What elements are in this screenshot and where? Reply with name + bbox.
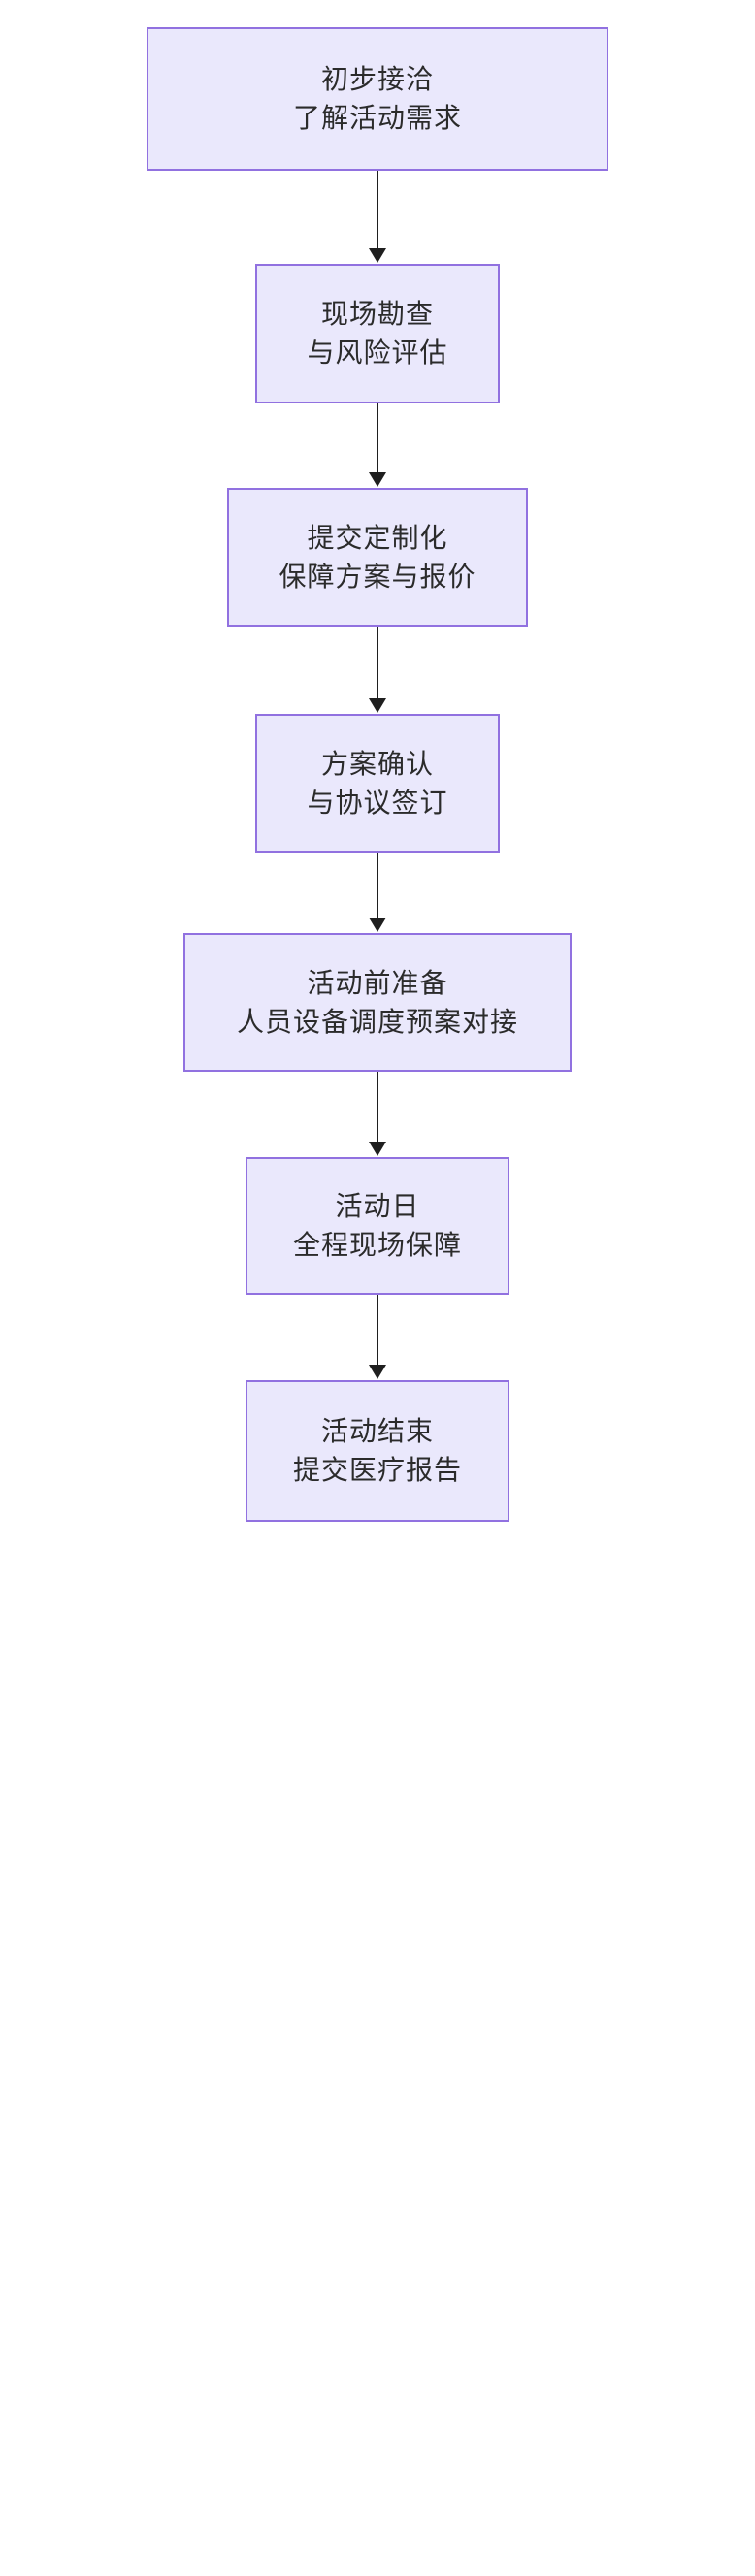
arrow-stem [377,1072,378,1143]
arrowhead-down-icon [369,472,386,487]
flow-node-5-line-1: 活动前准备 [307,967,448,998]
arrowhead-down-icon [369,918,386,932]
flow-node-6[interactable]: 活动日 全程现场保障 [246,1157,509,1295]
flow-node-2-line-1: 现场勘查 [320,299,434,330]
flow-node-5-line-2: 人员设备调度预案对接 [236,1006,518,1037]
arrow-stem [377,627,378,699]
arrow-stem [377,1295,378,1366]
flow-node-4[interactable]: 方案确认 与协议签订 [255,714,500,853]
flow-node-3[interactable]: 提交定制化 保障方案与报价 [227,488,528,627]
arrow-stem [377,853,378,918]
flow-node-1[interactable]: 初步接洽 了解活动需求 [147,27,608,171]
arrowhead-down-icon [369,248,386,263]
flow-arrow-3-to-4 [366,627,389,714]
flow-node-6-line-2: 全程现场保障 [292,1230,462,1260]
flow-node-1-line-1: 初步接洽 [320,64,434,95]
flow-arrow-5-to-6 [366,1072,389,1157]
flow-node-2[interactable]: 现场勘查 与风险评估 [255,264,500,403]
flow-arrow-6-to-7 [366,1295,389,1380]
flow-node-4-line-1: 方案确认 [320,748,434,779]
flow-arrow-1-to-2 [366,171,389,264]
arrowhead-down-icon [369,1142,386,1156]
flow-node-2-line-2: 与风险评估 [307,338,448,368]
flow-node-3-line-1: 提交定制化 [307,522,448,553]
flow-node-7-line-1: 活动结束 [320,1416,434,1447]
flow-arrow-2-to-3 [366,403,389,488]
flow-node-7[interactable]: 活动结束 提交医疗报告 [246,1380,509,1522]
flow-node-5[interactable]: 活动前准备 人员设备调度预案对接 [183,933,572,1072]
flow-node-4-line-2: 与协议签订 [307,787,448,818]
flow-node-3-line-2: 保障方案与报价 [279,561,476,592]
arrowhead-down-icon [369,1365,386,1379]
flow-arrow-4-to-5 [366,853,389,933]
arrow-stem [377,171,378,249]
arrowhead-down-icon [369,698,386,713]
flow-node-7-line-2: 提交医疗报告 [292,1455,462,1485]
arrow-stem [377,403,378,473]
flow-node-1-line-2: 了解活动需求 [292,103,462,133]
flow-node-6-line-1: 活动日 [335,1191,420,1222]
